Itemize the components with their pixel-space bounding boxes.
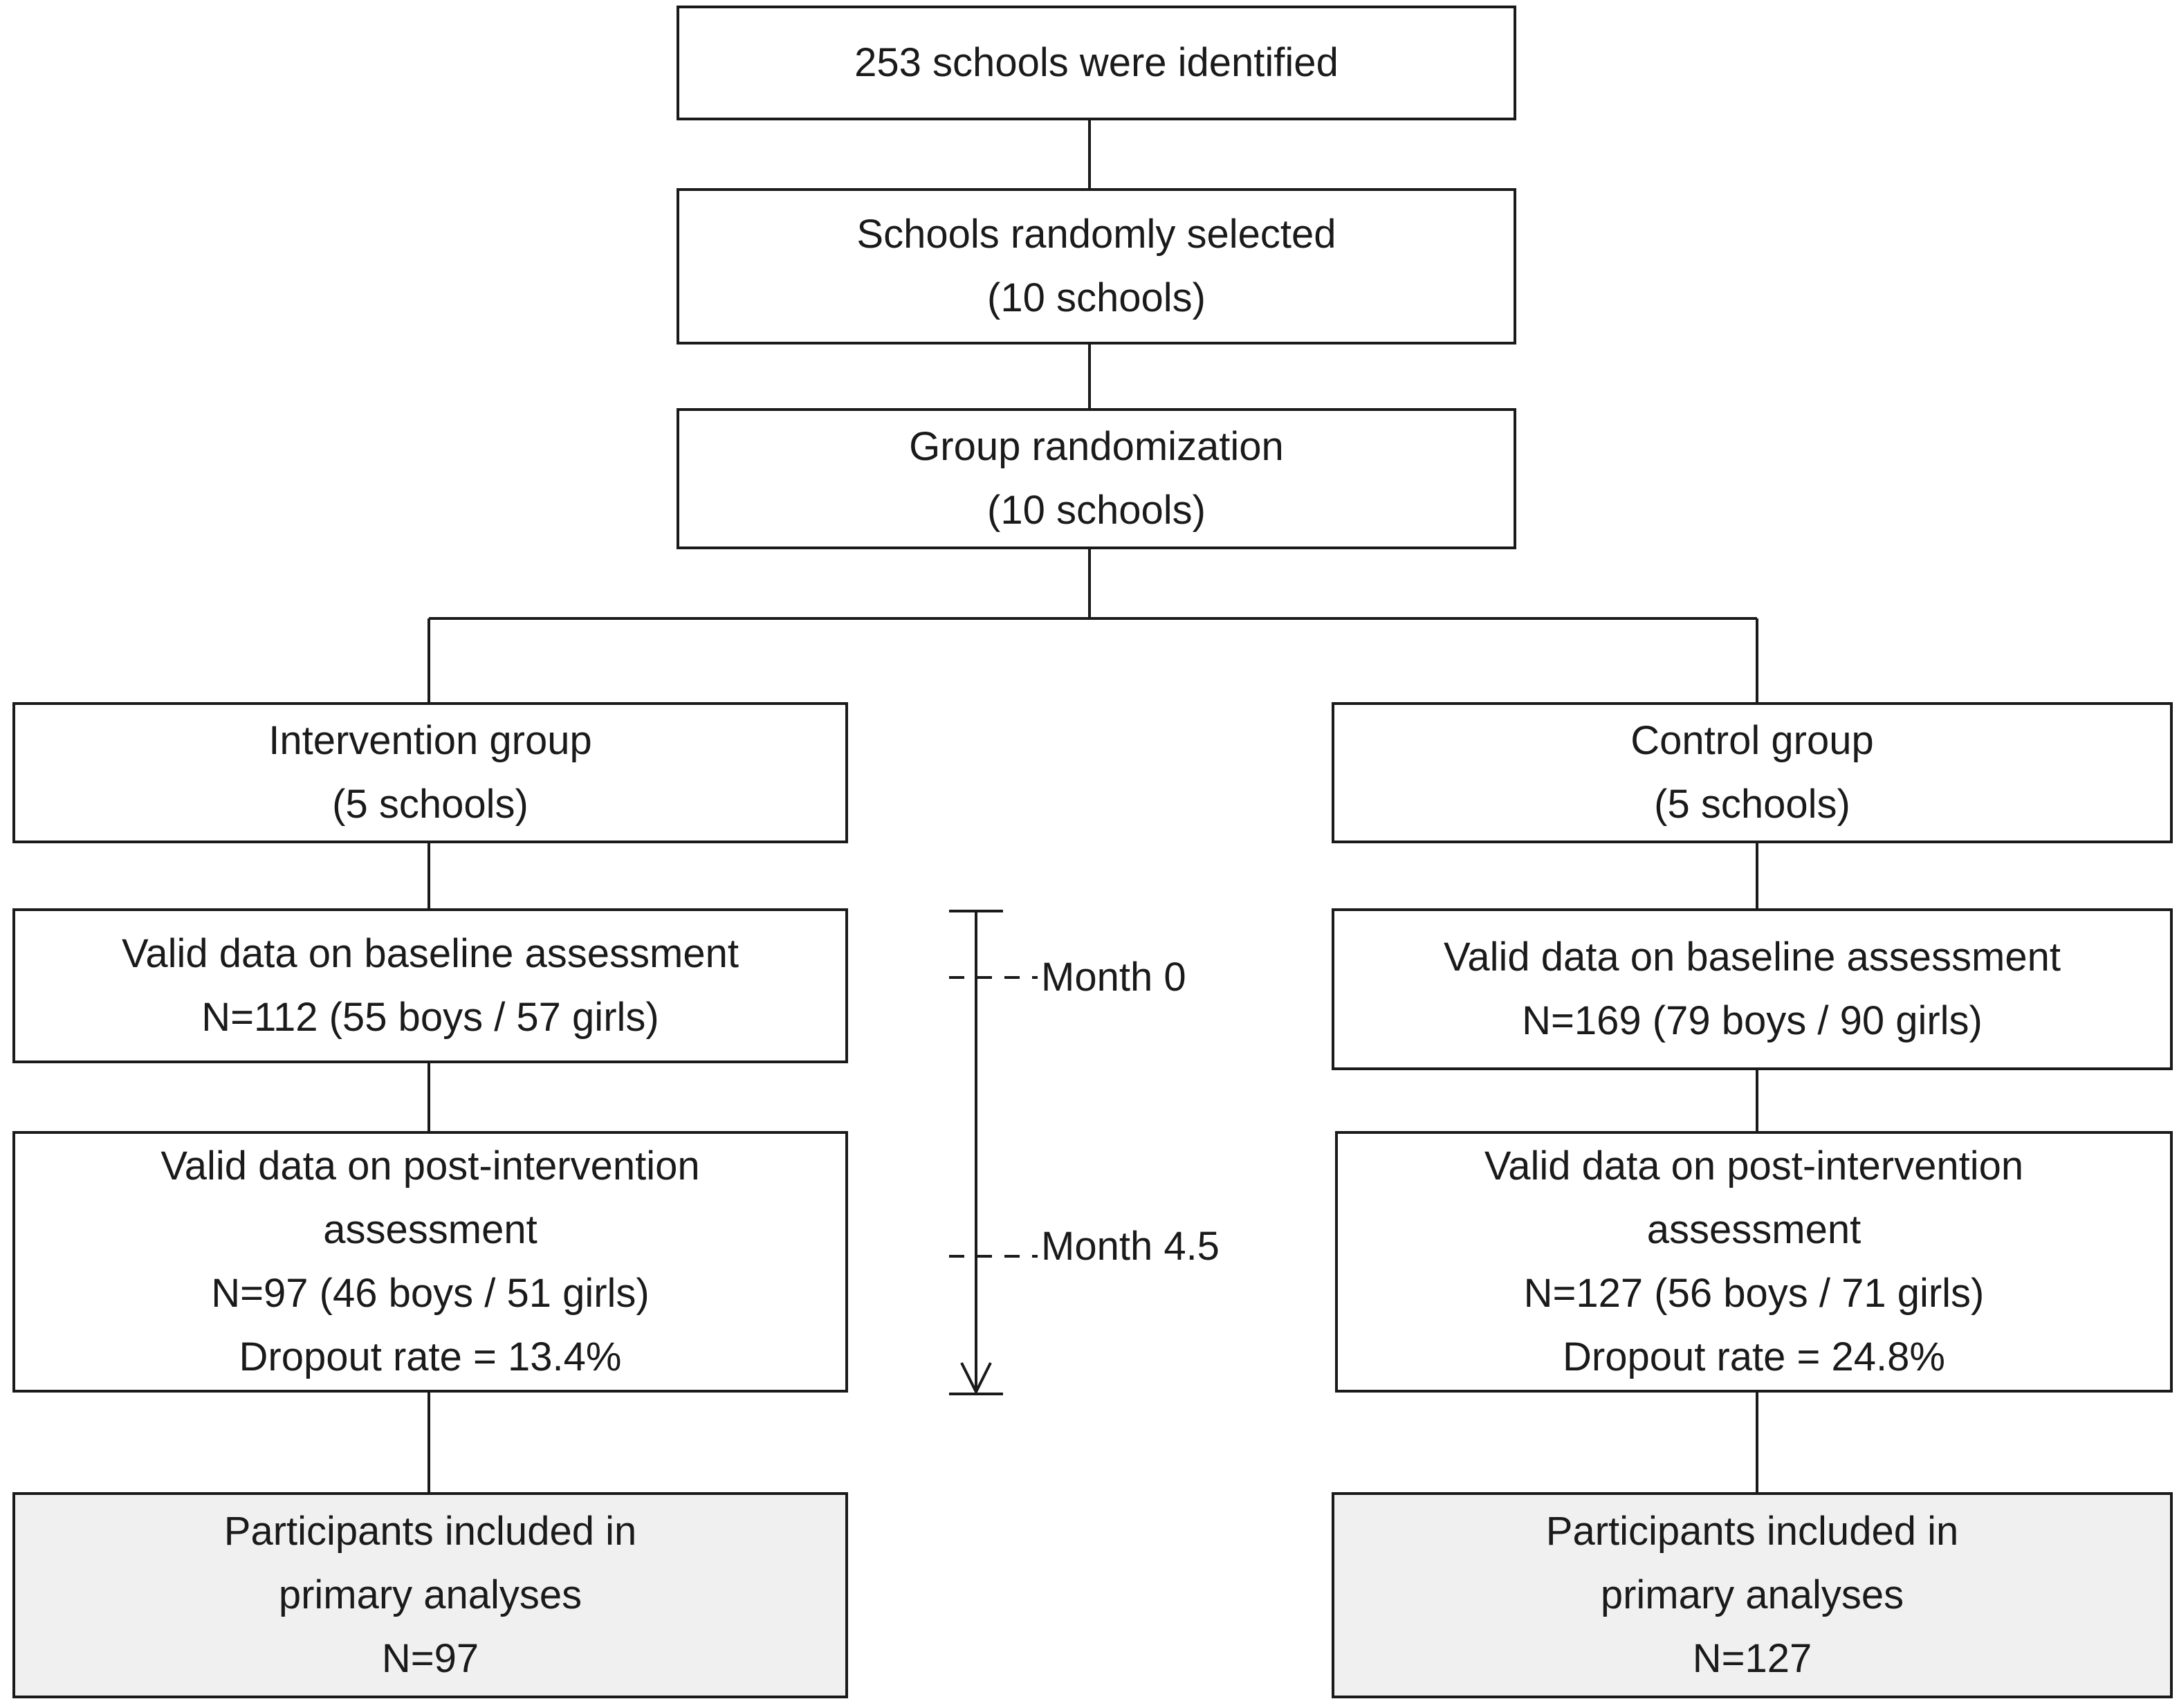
box-line: Valid data on post-intervention bbox=[160, 1144, 700, 1188]
box-line: Dropout rate = 13.4% bbox=[239, 1334, 622, 1379]
box-line: (10 schools) bbox=[987, 488, 1206, 533]
box-intervention-group: Intervention group (5 schools) bbox=[12, 702, 848, 843]
box-line: Group randomization bbox=[909, 424, 1284, 469]
box-line: Schools randomly selected bbox=[856, 212, 1336, 257]
box-schools-identified: 253 schools were identified bbox=[677, 6, 1516, 120]
box-line: N=169 (79 boys / 90 girls) bbox=[1522, 998, 1983, 1043]
box-line: Intervention group bbox=[268, 718, 592, 763]
box-line: N=97 (46 boys / 51 girls) bbox=[211, 1271, 650, 1316]
box-line: Valid data on post-intervention bbox=[1484, 1144, 2024, 1188]
box-line: Participants included in bbox=[1545, 1509, 1959, 1554]
box-line: (5 schools) bbox=[332, 782, 528, 827]
box-line: N=97 bbox=[381, 1636, 479, 1681]
box-line: 253 schools were identified bbox=[854, 40, 1339, 85]
box-line: primary analyses bbox=[278, 1572, 582, 1617]
box-group-randomization: Group randomization (10 schools) bbox=[677, 408, 1516, 549]
timeline-arrowhead bbox=[960, 1362, 992, 1395]
box-schools-selected: Schools randomly selected (10 schools) bbox=[677, 188, 1516, 345]
box-line: Dropout rate = 24.8% bbox=[1563, 1334, 1945, 1379]
box-control-baseline: Valid data on baseline assessment N=169 … bbox=[1332, 908, 2173, 1070]
box-line: (5 schools) bbox=[1654, 782, 1850, 827]
box-line: N=127 (56 boys / 71 girls) bbox=[1523, 1271, 1985, 1316]
box-line: Valid data on baseline assessment bbox=[1443, 935, 2061, 980]
box-intervention-post: Valid data on post-intervention assessme… bbox=[12, 1131, 848, 1393]
box-control-group: Control group (5 schools) bbox=[1332, 702, 2173, 843]
timeline-month45-label: Month 4.5 bbox=[1041, 1224, 1220, 1269]
box-line: Valid data on baseline assessment bbox=[121, 931, 739, 976]
timeline-month0-label: Month 0 bbox=[1041, 955, 1186, 1000]
box-line: assessment bbox=[1646, 1207, 1861, 1252]
box-line: primary analyses bbox=[1600, 1572, 1904, 1617]
box-line: Participants included in bbox=[223, 1509, 637, 1554]
box-intervention-baseline: Valid data on baseline assessment N=112 … bbox=[12, 908, 848, 1063]
box-control-primary: Participants included in primary analyse… bbox=[1332, 1492, 2173, 1698]
box-line: Control group bbox=[1630, 718, 1874, 763]
box-line: N=127 bbox=[1692, 1636, 1812, 1681]
box-line: assessment bbox=[323, 1207, 537, 1252]
box-control-post: Valid data on post-intervention assessme… bbox=[1335, 1131, 2173, 1393]
box-line: N=112 (55 boys / 57 girls) bbox=[201, 995, 659, 1040]
box-intervention-primary: Participants included in primary analyse… bbox=[12, 1492, 848, 1698]
box-line: (10 schools) bbox=[987, 275, 1206, 320]
